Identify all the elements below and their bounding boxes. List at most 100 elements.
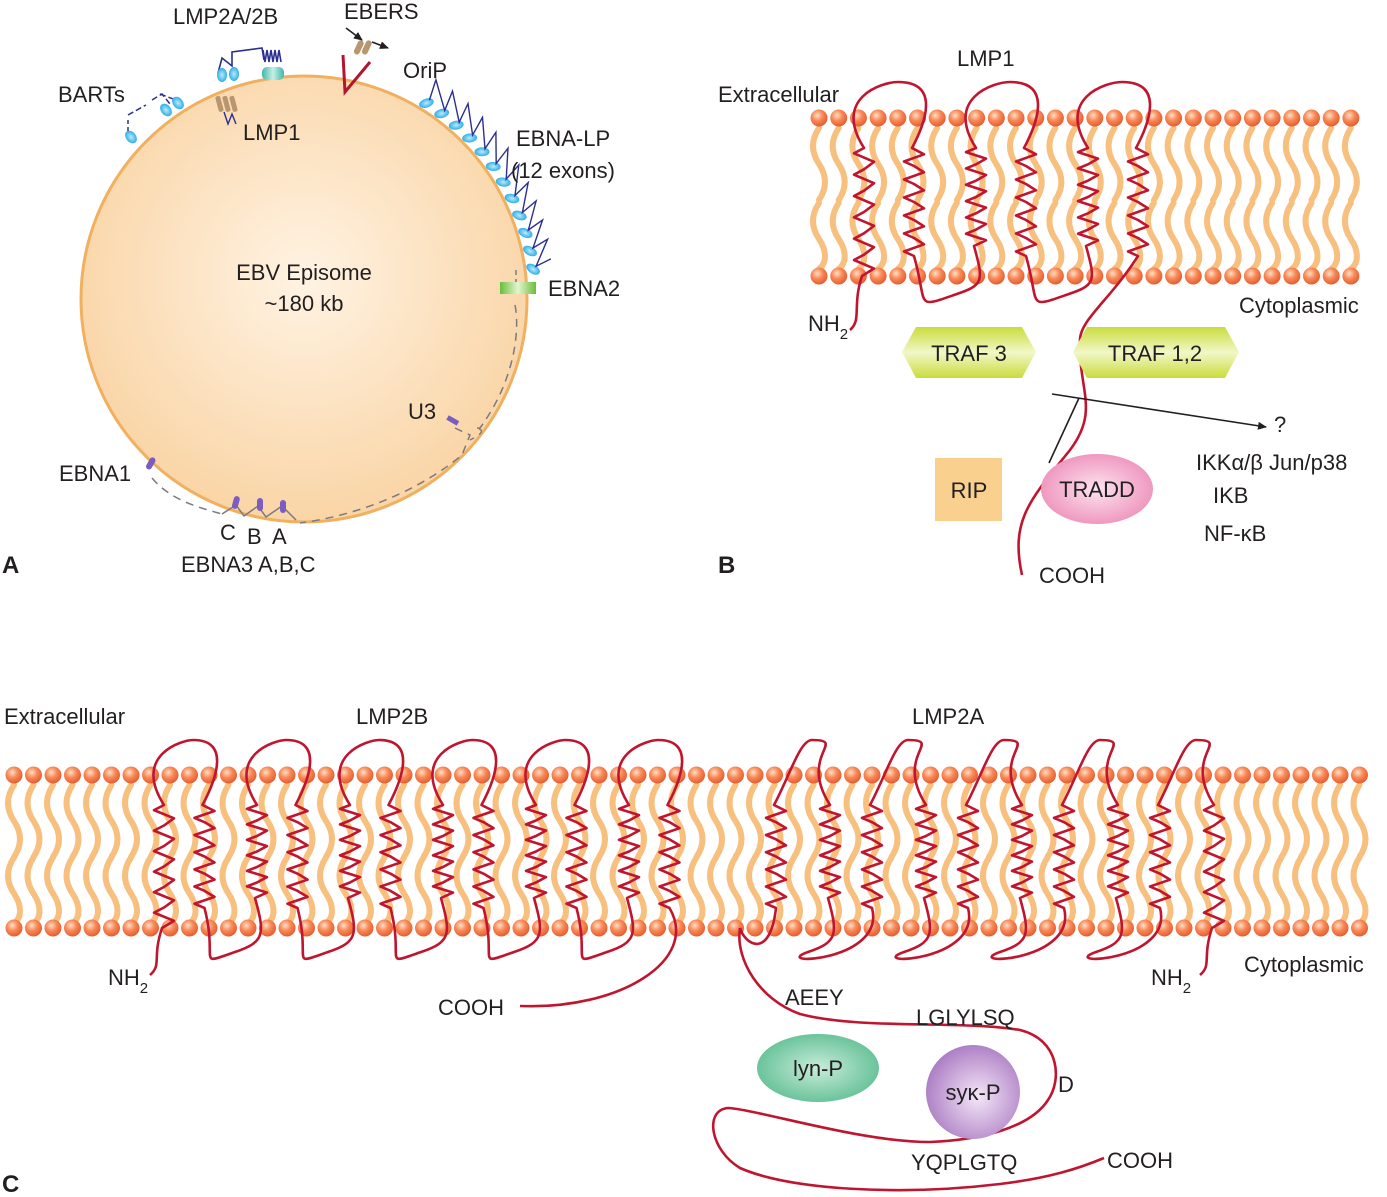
lipid-tail: [141, 854, 160, 927]
lipid-head: [493, 766, 510, 784]
lipid-tail: [239, 854, 257, 927]
lipid-head: [1351, 766, 1368, 784]
lipid-tail: [1223, 125, 1242, 203]
lipid-tail: [987, 200, 1006, 272]
lipid-head: [968, 267, 986, 285]
lipid-head: [1046, 109, 1064, 127]
signal-line-2: IKB: [1213, 483, 1248, 508]
lipid-tail: [882, 854, 901, 927]
lipid-head: [1342, 109, 1360, 127]
lipid-head: [122, 766, 140, 784]
lipid-head: [1106, 267, 1123, 285]
traf3-label: TRAF 3: [931, 341, 1007, 366]
lipid-head: [298, 766, 315, 784]
lipid-head: [810, 109, 828, 127]
lipid-head: [395, 919, 413, 937]
lipid-tail: [1184, 200, 1203, 272]
lipid-tail: [882, 782, 901, 860]
lipid-tail: [1144, 200, 1163, 272]
lipid-head: [987, 109, 1005, 127]
lipid-head: [1165, 109, 1183, 127]
ebna-transcript-right: [469, 304, 518, 441]
lipid-head: [1000, 919, 1017, 937]
lipid-head: [1136, 919, 1154, 937]
lipid-tail: [317, 854, 335, 927]
lipid-tail: [707, 854, 725, 927]
lipid-head: [1331, 766, 1349, 784]
signal-arrow: [1051, 393, 1267, 430]
lipid-tail: [512, 854, 530, 927]
lipid-tail: [1038, 854, 1057, 927]
lipid-head: [869, 109, 887, 127]
lipid-head: [1184, 267, 1202, 285]
lipid-tail: [804, 782, 823, 860]
motif-yqplgtq: YQPLGTQ: [911, 1150, 1017, 1175]
lipid-head: [844, 766, 861, 784]
lipid-tail: [1243, 200, 1262, 272]
lipid-head: [941, 919, 959, 937]
lmp2b-chain: [149, 738, 684, 1008]
lipid-tail: [804, 854, 823, 927]
membrane-b: [810, 109, 1360, 285]
panel-a: LMP2A/2B EBERS BARTs LMP1 OriP EBNA-LP (…: [2, 0, 620, 579]
lipid-head: [512, 919, 530, 937]
lipid-head: [83, 766, 101, 784]
lipid-tail: [829, 125, 848, 203]
lipid-head: [1039, 766, 1056, 784]
label-ebna3-c: C: [220, 520, 236, 545]
lipid-tail: [928, 200, 947, 272]
lipid-head: [571, 766, 588, 784]
lipid-tail: [609, 782, 628, 860]
lipid-head: [844, 919, 861, 937]
lipid-head: [1145, 267, 1163, 285]
lipid-head: [987, 267, 1005, 285]
lipid-head: [830, 109, 848, 127]
lipid-tail: [1007, 125, 1025, 203]
lipid-tail: [687, 854, 706, 927]
lipid-head: [863, 766, 881, 784]
lipid-head: [1117, 919, 1134, 937]
lipid-head: [1303, 267, 1320, 285]
lipid-head: [785, 919, 803, 937]
lipid-head: [376, 919, 393, 937]
lipid-tail: [1184, 125, 1203, 203]
lipid-head: [909, 267, 926, 285]
lipid-head: [1243, 109, 1261, 127]
lipid-tail: [317, 782, 335, 860]
lipid-head: [649, 919, 666, 937]
lipid-head: [1058, 766, 1076, 784]
u3-exon: [446, 415, 460, 426]
lipid-tail: [356, 782, 374, 860]
lipid-head: [1165, 267, 1183, 285]
lipid-head: [1007, 267, 1025, 285]
lipid-head: [473, 766, 491, 784]
lmp2b-n-terminus: NH2: [108, 965, 148, 997]
lipid-head: [948, 267, 966, 285]
lipid-tail: [1282, 125, 1301, 203]
lmp2-first-exon: [262, 67, 284, 80]
lipid-head: [1058, 919, 1076, 937]
lipid-tail: [5, 854, 23, 927]
ebna-lp-introns: [428, 77, 552, 268]
lmp2a-n-terminus: NH2: [1151, 965, 1191, 997]
lipid-tail: [869, 200, 888, 272]
lipid-tail: [1026, 125, 1045, 203]
lipid-tail: [1085, 125, 1104, 203]
lipid-head: [337, 766, 354, 784]
lmp2a-chain: [738, 738, 1226, 976]
lipid-tail: [336, 854, 355, 927]
lipid-tail: [83, 782, 101, 860]
lipid-head: [746, 766, 764, 784]
lipid-tail: [746, 782, 764, 860]
label-ebers: EBERS: [344, 0, 419, 24]
lmp2a-n-terminal-domain: [711, 927, 1105, 1192]
lipid-head: [1204, 109, 1222, 127]
lipid-head: [688, 766, 705, 784]
lipid-head: [1175, 766, 1193, 784]
lipid-head: [610, 919, 627, 937]
lipid-tail: [1164, 200, 1183, 272]
lipid-tail: [1175, 854, 1193, 927]
lipid-head: [889, 109, 907, 127]
lipid-tail: [1272, 854, 1291, 927]
